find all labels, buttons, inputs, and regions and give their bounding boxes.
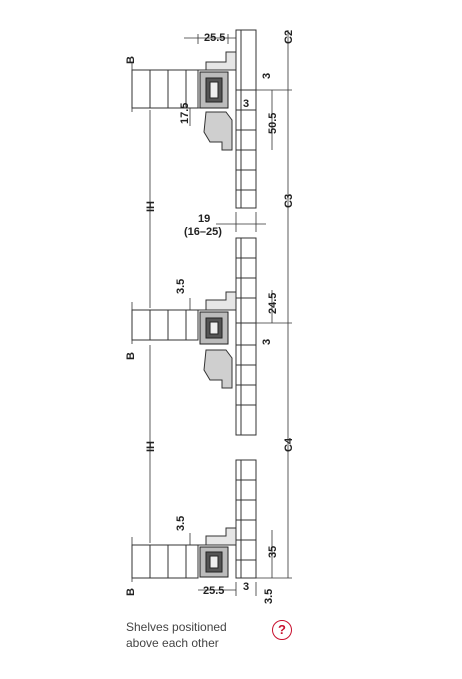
dim-19: 19 [198,213,210,225]
dim-c2: C2 [283,30,295,44]
dim-ih-top: IH [145,201,157,212]
dim-b-bottom: B [125,588,137,596]
side-panel-bottom [235,459,257,579]
dim-ih-bottom: IH [145,441,157,452]
caption-line-2: above each other [126,636,219,650]
dim-3-5-low: 3.5 [175,516,187,531]
dim-3-d: 3 [243,581,249,593]
caption: Shelves positioned above each other [126,619,266,651]
dim-3-5-bottom: 3.5 [263,589,275,604]
dim-16-25: (16–25) [184,226,222,238]
shelf-top [131,69,199,109]
dim-25-5-bottom: 25.5 [203,585,224,597]
hinge-fitting-bottom [198,527,237,578]
dim-3-a: 3 [261,73,273,79]
help-question-icon[interactable]: ? [272,620,292,640]
dim-3-5-mid: 3.5 [175,279,187,294]
dim-50-5: 50.5 [267,113,279,134]
dim-c3: C3 [283,194,295,208]
hinge-drawing: 25.5 C2 B 3 3 17.5 50.5 IH 19 (16–25) C3… [125,29,295,604]
dim-35: 35 [267,546,279,558]
side-panel-top [235,29,257,209]
dim-b-top: B [125,56,137,64]
dim-3-c: 3 [261,339,273,345]
caption-line-1: Shelves positioned [126,620,227,634]
dim-b-middle: B [125,352,137,360]
hinge-fitting-middle [198,291,237,389]
hinge-fitting-top [198,51,237,151]
side-panel-middle [235,237,257,436]
dim-24-5: 24.5 [267,293,279,314]
dim-3-b: 3 [243,98,249,110]
dim-17-5: 17.5 [179,103,191,124]
dimension-lines [131,30,292,596]
shelf-bottom [131,544,199,579]
dim-c4: C4 [283,437,295,452]
dim-25-5-top: 25.5 [204,32,225,44]
shelf-middle [131,309,199,341]
